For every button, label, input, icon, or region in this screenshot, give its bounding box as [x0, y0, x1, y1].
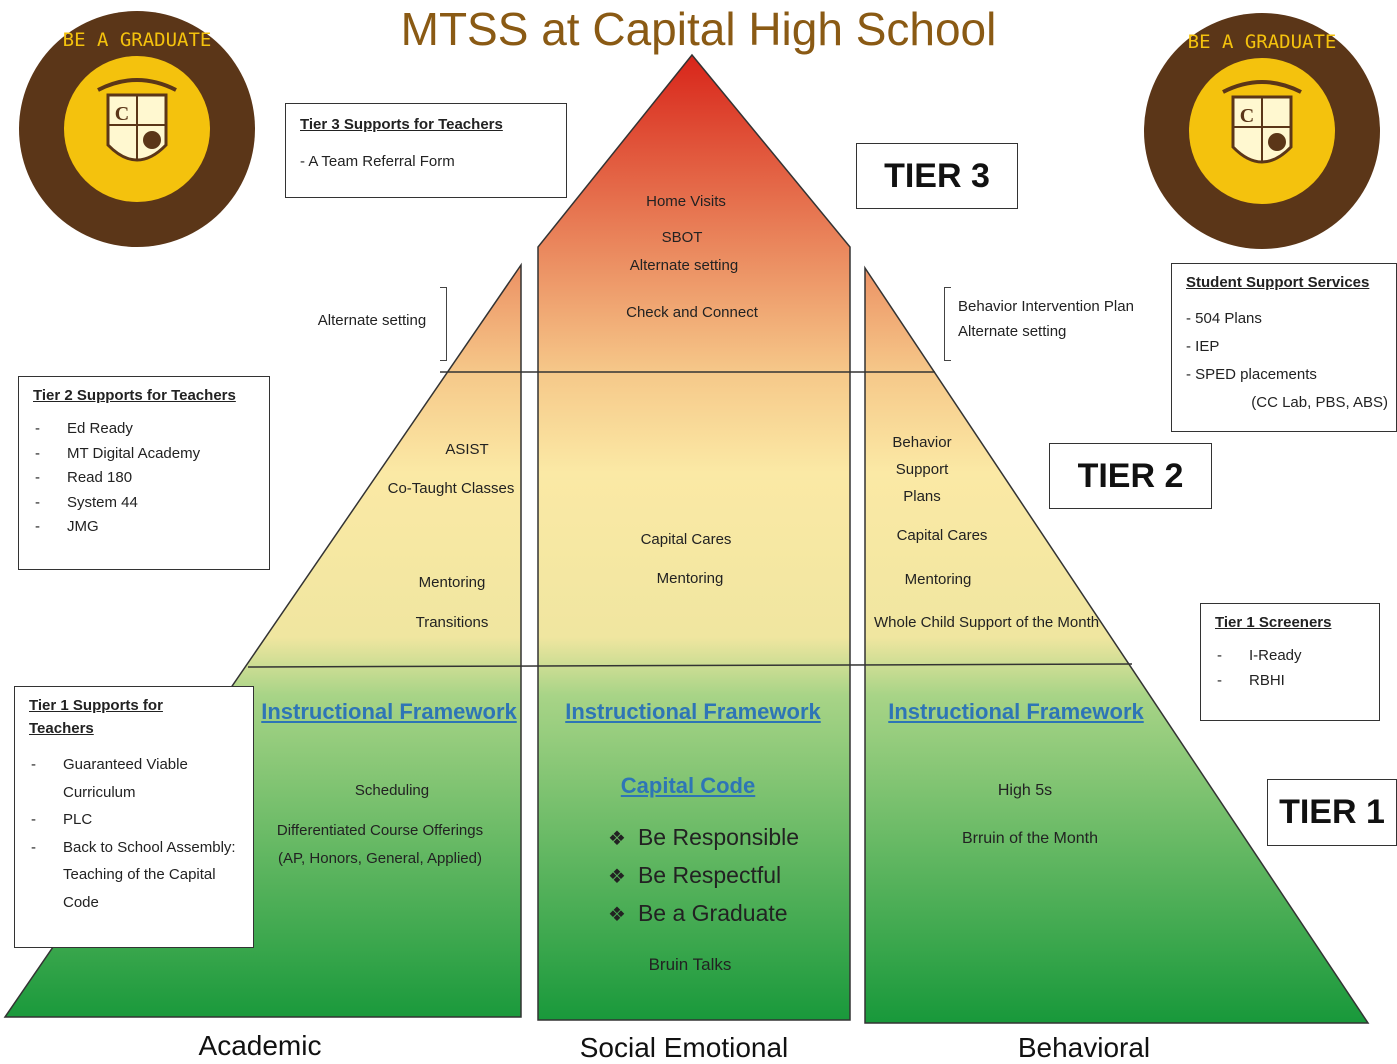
behavioral-tier2-item: Whole Child Support of the Month [874, 614, 1100, 631]
behavioral-tier2-item: Behavior [892, 434, 952, 451]
diamond-bullet-icon: ❖ [608, 904, 626, 926]
tier3-label: TIER 3 [856, 143, 1018, 209]
tier2-teacher-support-item: System 44 [33, 491, 255, 516]
social-tier3-item: Home Visits [646, 193, 726, 210]
academic-tier2-item: Co-Taught Classes [387, 480, 515, 497]
academic-instructional-framework-link[interactable]: Instructional Framework [261, 699, 517, 724]
student-support-heading: Student Support Services [1186, 274, 1370, 291]
capital-code-bullet: ❖ Be Responsible [608, 824, 799, 851]
logo-ring-text-top-right: BE A GRADUATE [1188, 31, 1337, 53]
tier2-teacher-support-item: Ed Ready [33, 417, 255, 442]
tier1-label: TIER 1 [1267, 779, 1397, 846]
tier2-teacher-support-item: Read 180 [33, 466, 255, 491]
behavioral-tier2-item: Plans [903, 488, 941, 505]
tier2-teacher-supports-box: Tier 2 Supports for Teachers Ed Ready MT… [18, 376, 270, 570]
student-support-services-box: Student Support Services - 504 Plans - I… [1171, 263, 1397, 432]
tier1-teacher-support-item: Back to School Assembly: Teaching of the… [29, 834, 239, 917]
tier1-teacher-support-item: PLC [29, 806, 239, 834]
behavioral-instructional-framework-link[interactable]: Instructional Framework [888, 699, 1144, 724]
tier2-teacher-support-item: JMG [33, 515, 255, 540]
academic-tier2-item: ASIST [445, 441, 489, 458]
diamond-bullet-icon: ❖ [608, 866, 626, 888]
school-seal-left: C BE A GRADUATE [19, 11, 255, 247]
tier2-label: TIER 2 [1049, 443, 1212, 509]
capital-code-bullet: ❖ Be Respectful [608, 862, 781, 889]
social-emotional-section [537, 53, 851, 1021]
tier1-teacher-support-item: Guaranteed Viable Curriculum [29, 751, 239, 806]
academic-tier1-item: Differentiated Course Offerings [276, 822, 484, 839]
tier1-teacher-supports-heading-line1: Tier 1 Supports for [29, 697, 163, 714]
tier2-teacher-support-item: MT Digital Academy [33, 442, 255, 467]
tier1-teacher-supports-box: Tier 1 Supports for Teachers Guaranteed … [14, 686, 254, 948]
svg-text:C: C [115, 103, 129, 125]
social-emotional-column-label: Social Emotional [579, 1032, 789, 1063]
social-tier2-item: Mentoring [656, 570, 724, 587]
behavioral-tier2-item: Capital Cares [896, 527, 988, 544]
behavioral-tier3-bracket [944, 287, 951, 361]
behavioral-tier2-item: Support [895, 461, 949, 478]
student-support-item: - IEP [1186, 338, 1220, 355]
tier2-teacher-supports-heading: Tier 2 Supports for Teachers [33, 387, 236, 404]
behavioral-tier3-note: Behavior Intervention Plan [958, 298, 1134, 315]
school-seal-right: C BE A GRADUATE [1144, 13, 1380, 249]
svg-text:C: C [1240, 105, 1254, 127]
social-tier3-item: Check and Connect [626, 304, 758, 321]
tier1-screeners-box: Tier 1 Screeners I-Ready RBHI [1200, 603, 1380, 721]
capital-code-bullet-text: Be Responsible [637, 824, 800, 850]
behavioral-tier2-item: Mentoring [904, 571, 972, 588]
tier1-screener-item: I-Ready [1215, 643, 1365, 668]
behavioral-tier1-item: High 5s [997, 782, 1053, 799]
capital-code-bullet: ❖ Be a Graduate [608, 900, 788, 927]
tier1-teacher-supports-heading-line2: Teachers [29, 720, 94, 737]
capital-code-bullet-text: Be Respectful [637, 862, 782, 888]
social-tier3-item: Alternate setting [629, 257, 739, 274]
capital-code-link[interactable]: Capital Code [620, 773, 756, 798]
academic-tier1-item: Scheduling [354, 782, 430, 799]
social-tier2-item: Capital Cares [640, 531, 732, 548]
page-title: MTSS at Capital High School [400, 3, 997, 55]
student-support-item: - SPED placements [1186, 366, 1317, 383]
social-tier1-item: Bruin Talks [648, 955, 732, 974]
behavioral-section [864, 265, 1370, 1024]
diamond-bullet-icon: ❖ [608, 828, 626, 850]
capital-code-bullet-text: Be a Graduate [637, 900, 788, 926]
tier3-teacher-support-item: - A Team Referral Form [300, 153, 455, 170]
student-support-note: (CC Lab, PBS, ABS) [1251, 394, 1388, 411]
academic-tier1-item: (AP, Honors, General, Applied) [277, 850, 482, 867]
tier1-screener-item: RBHI [1215, 668, 1365, 693]
tier3-teacher-supports-heading: Tier 3 Supports for Teachers [300, 116, 503, 133]
academic-tier3-bracket [440, 287, 447, 361]
social-tier3-item: SBOT [661, 229, 703, 246]
academic-tier2-item: Mentoring [418, 574, 486, 591]
behavioral-column-label: Behavioral [1017, 1032, 1151, 1063]
behavioral-tier1-item: Brruin of the Month [961, 830, 1099, 847]
academic-column-label: Academic [198, 1030, 322, 1061]
tier3-teacher-supports-box: Tier 3 Supports for Teachers - A Team Re… [285, 103, 567, 198]
academic-tier2-item: Transitions [415, 614, 489, 631]
tier2-divider [247, 663, 1133, 668]
student-support-item: - 504 Plans [1186, 310, 1262, 327]
tier1-screeners-heading: Tier 1 Screeners [1215, 614, 1332, 631]
logo-ring-text-top: BE A GRADUATE [63, 29, 212, 51]
social-instructional-framework-link[interactable]: Instructional Framework [565, 699, 821, 724]
behavioral-tier3-note: Alternate setting [958, 323, 1067, 340]
academic-tier3-note: Alternate setting [317, 312, 427, 329]
